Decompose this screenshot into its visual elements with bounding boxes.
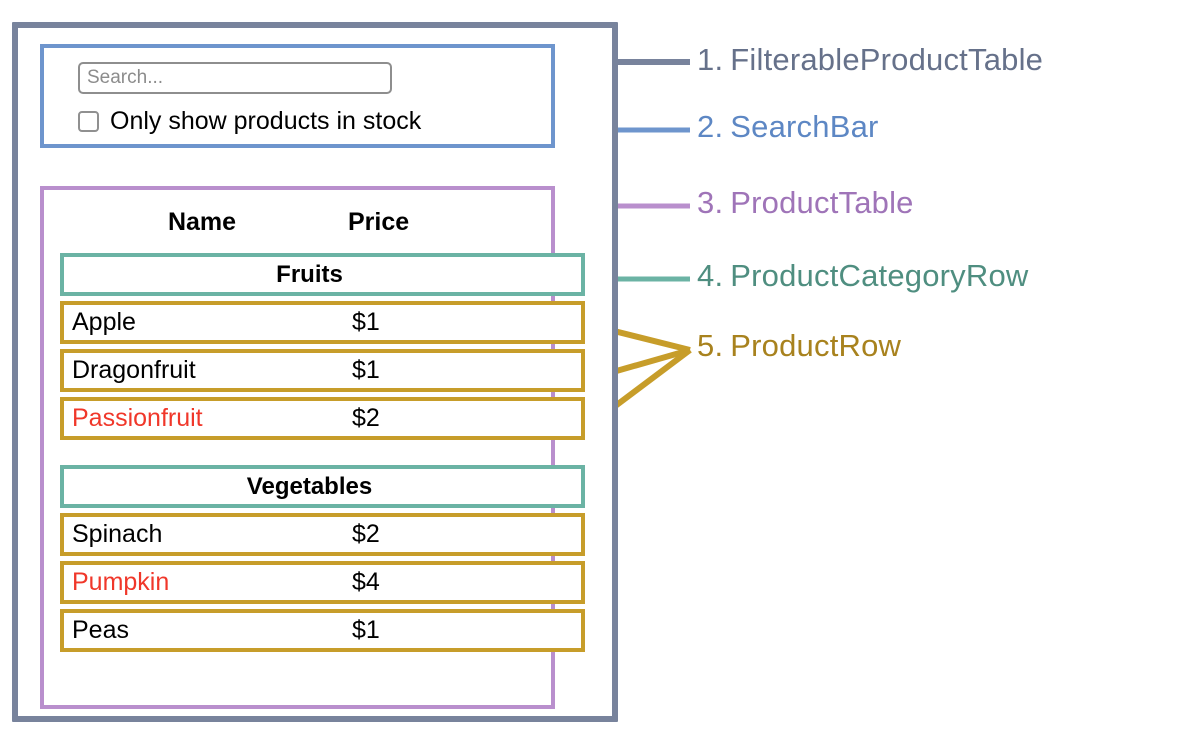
product-category-row: Fruits (60, 253, 585, 296)
product-category-row: Vegetables (60, 465, 585, 508)
in-stock-checkbox-label: Only show products in stock (110, 107, 422, 135)
product-row: Spinach $2 (60, 513, 585, 556)
legend-label-text: ProductRow (730, 328, 902, 363)
legend-item-productcategoryrow: 4.ProductCategoryRow (697, 259, 1029, 293)
product-table-frame: Name Price Fruits Apple $1 (40, 186, 585, 709)
search-bar-frame: Only show products in stock (40, 44, 555, 148)
search-bar-content: Only show products in stock (78, 62, 541, 136)
legend-label-text: SearchBar (730, 109, 879, 144)
product-name: Dragonfruit (72, 356, 196, 384)
product-row: Pumpkin $4 (60, 561, 585, 604)
legend-number: 4. (697, 258, 724, 293)
legend-item-producttable: 3.ProductTable (697, 186, 914, 220)
header-cell-price: Price (348, 207, 410, 236)
legend-number: 3. (697, 185, 724, 220)
product-price: $4 (352, 568, 380, 596)
legend-number: 2. (697, 109, 724, 144)
product-row: Passionfruit $2 (60, 397, 585, 440)
legend-label-text: FilterableProductTable (730, 42, 1044, 77)
product-name: Apple (72, 308, 136, 336)
legend-number: 1. (697, 42, 724, 77)
product-row: Peas $1 (60, 609, 585, 652)
product-name: Spinach (72, 520, 163, 548)
legend-item-searchbar: 2.SearchBar (697, 110, 879, 144)
header-cell-name: Name (167, 207, 237, 236)
legend-label-text: ProductCategoryRow (730, 258, 1029, 293)
legend-number: 5. (697, 328, 724, 363)
product-price: $1 (352, 356, 380, 384)
product-price: $2 (352, 520, 380, 548)
product-name: Peas (72, 616, 129, 644)
legend-label-text: ProductTable (730, 185, 914, 220)
legend-item-filterableproducttable: 1.FilterableProductTable (697, 43, 1043, 77)
product-row: Dragonfruit $1 (60, 349, 585, 392)
product-row: Apple $1 (60, 301, 585, 344)
category-label: Vegetables (246, 472, 373, 500)
product-price: $1 (352, 616, 380, 644)
product-price: $2 (352, 404, 380, 432)
in-stock-filter-row[interactable]: Only show products in stock (78, 107, 541, 135)
product-name: Pumpkin (72, 568, 170, 596)
product-table-header: Name Price (60, 198, 543, 246)
product-table-rows: Fruits Apple $1 Dragonfruit $1 (60, 253, 585, 699)
search-input[interactable] (78, 62, 392, 94)
product-name: Passionfruit (72, 404, 203, 432)
legend-item-productrow: 5.ProductRow (697, 329, 901, 363)
in-stock-checkbox[interactable] (78, 110, 99, 132)
filterable-product-table-frame: Only show products in stock Name Price F… (12, 22, 618, 722)
category-label: Fruits (276, 260, 343, 288)
product-price: $1 (352, 308, 380, 336)
